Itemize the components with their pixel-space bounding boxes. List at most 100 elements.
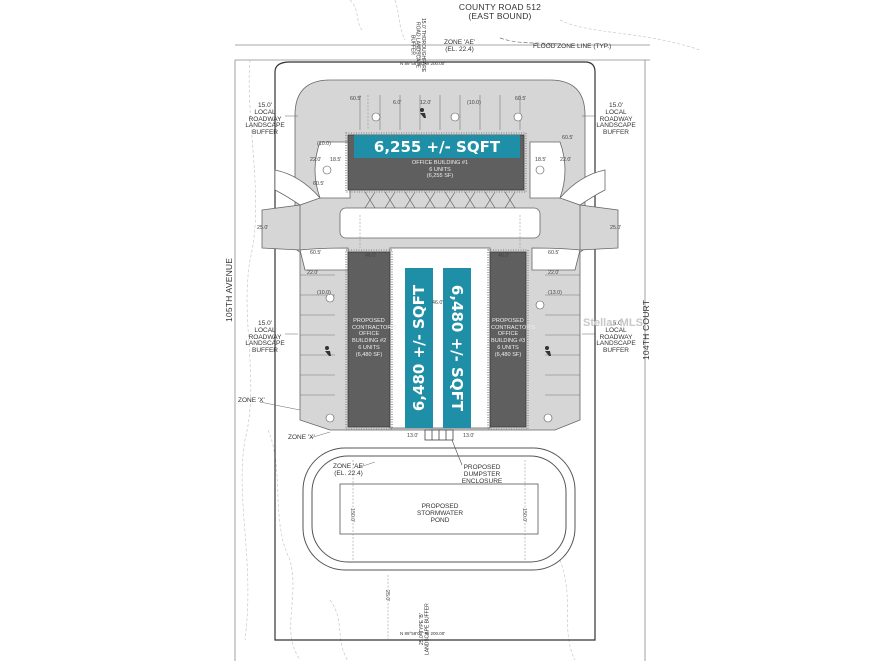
dim-label: 150.0' <box>521 508 527 523</box>
right-top-buffer-l5: BUFFER <box>603 129 629 137</box>
left-mid-buffer-label: 15.0' LOCAL ROADWAY LANDSCAPE BUFFER <box>243 320 287 355</box>
building-3-line2: CONTRACTOR'S <box>491 324 536 331</box>
zone-ae-top-text: ZONE 'AE' <box>444 39 476 46</box>
pond-l2: STORMWATER <box>416 509 464 517</box>
building-1-units: 6 UNITS <box>429 166 451 173</box>
left-top-buffer-l5: BUFFER <box>252 129 278 137</box>
road-edges <box>234 44 650 661</box>
flood-zone-label: FLOOD ZONE LINE (TYP.) <box>533 43 612 50</box>
dim-label: 6.0' <box>393 100 402 106</box>
pond-label: PROPOSED STORMWATER POND <box>408 503 472 524</box>
left-top-buffer-label: 15.0' LOCAL ROADWAY LANDSCAPE BUFFER <box>243 102 287 137</box>
dim-label: 46.0' <box>365 253 377 259</box>
pond-l3: POND <box>430 516 450 524</box>
building-3-line5: 6 UNITS <box>497 344 519 351</box>
right-mid-buffer-l1: 15.0' <box>609 320 623 327</box>
building-1-name: OFFICE BUILDING #1 <box>411 160 469 166</box>
dim-label: 12.0' <box>420 100 432 106</box>
right-mid-buffer-label: 15.0' LOCAL ROADWAY LANDSCAPE BUFFER <box>594 320 638 355</box>
contour-lines <box>241 0 701 661</box>
dim-label: 46.0' <box>498 253 510 259</box>
building-3-area-callout: 6,480 +/- SQFT <box>443 268 471 428</box>
dim-label: (10.0) <box>467 100 481 106</box>
right-mid-buffer-l4: LANDSCAPE <box>596 340 636 348</box>
dim-label: (10.0) <box>317 141 331 147</box>
zone-ae-pond-text: ZONE 'AE' <box>333 463 365 470</box>
zone-ae-pond-elevation: (EL. 22.4) <box>334 469 363 477</box>
dimension-lines <box>352 95 526 640</box>
north-road-label: COUNTY ROAD 512 (EAST BOUND) <box>420 3 580 21</box>
right-top-buffer-l1: 15.0' <box>609 102 623 109</box>
right-mid-buffer-l2: LOCAL <box>605 326 627 334</box>
stormwater-pond <box>302 447 576 571</box>
dim-label: (13.0) <box>548 290 562 296</box>
flood-zone-line <box>499 37 561 45</box>
building-2-area-callout: 6,480 +/- SQFT <box>405 268 433 428</box>
dumpster-leader <box>451 439 463 466</box>
left-mid-buffer-l4: LANDSCAPE <box>245 340 285 348</box>
dim-label: 18.5' <box>535 157 547 163</box>
right-top-buffer-l3: ROADWAY <box>599 115 633 123</box>
left-mid-buffer-l3: ROADWAY <box>248 333 282 341</box>
zone-x-label-1: ZONE 'X' <box>238 397 265 404</box>
building-2-line5: 6 UNITS <box>358 344 380 351</box>
dim-label: 25.0' <box>257 225 269 231</box>
building-1-label: OFFICE BUILDING #1 6 UNITS (6,255 SF) <box>400 160 480 180</box>
left-top-buffer-l3: ROADWAY <box>248 115 282 123</box>
zone-ae-top-elevation: (EL. 22.4) <box>445 45 474 53</box>
dim-label: 22.0' <box>307 270 319 276</box>
dim-label: 150.0' <box>349 508 355 523</box>
dumpster-l2: DUMPSTER <box>463 470 501 478</box>
dim-label: 22.0' <box>548 270 560 276</box>
west-road-label: 105TH AVENUE <box>224 257 234 323</box>
left-mid-buffer-l5: BUFFER <box>252 347 278 355</box>
north-road-direction: (EAST BOUND) <box>468 10 532 21</box>
dim-label: 60.5' <box>310 250 322 256</box>
building-2-footprint <box>347 251 391 428</box>
right-top-buffer-l2: LOCAL <box>605 108 627 116</box>
right-top-buffer-label: 15.0' LOCAL ROADWAY LANDSCAPE BUFFER <box>594 102 638 137</box>
building-2-line2: CONTRACTOR'S <box>352 324 397 331</box>
left-top-buffer-l2: LOCAL <box>254 108 276 116</box>
bottom-landscape-buffer-label: 25.0' TYPE 'B' LANDSCAPE BUFFER <box>419 603 431 655</box>
pond-l1: PROPOSED <box>421 503 459 510</box>
dim-label: 60.5' <box>313 181 325 187</box>
building-edge-hatch <box>345 132 529 430</box>
dim-label: 60.5' <box>515 96 527 102</box>
zone-ae-pond-label: ZONE 'AE' (EL. 22.4) <box>333 463 365 478</box>
dumpster-label: PROPOSED DUMPSTER ENCLOSURE <box>456 464 508 485</box>
dim-label: 60.5' <box>350 96 362 102</box>
dim-label: (10.0) <box>317 290 331 296</box>
dim-label: 13.0' <box>463 433 475 439</box>
dim-label: 22.0' <box>310 157 322 163</box>
zone-ae-top-label: ZONE 'AE' (EL. 22.4) <box>444 39 476 54</box>
building-2-line3: OFFICE <box>358 331 380 338</box>
parking-count-markers <box>322 112 553 423</box>
building-2-line1: PROPOSED <box>353 318 385 324</box>
watermark: Stellar MLS <box>583 317 643 329</box>
building-1-sf: (6,255 SF) <box>426 173 454 180</box>
right-mid-buffer-l5: BUFFER <box>603 347 629 355</box>
parking-x-marks <box>364 191 516 209</box>
bearing-bottom-label: N 89°58'00" W 200.00' <box>400 631 446 636</box>
building-2-line4: BUILDING #2 <box>352 338 387 345</box>
left-mid-buffer-l2: LOCAL <box>254 326 276 334</box>
building-1-area-callout: 6,255 +/- SQFT <box>354 135 520 158</box>
building-2-label: PROPOSED CONTRACTOR'S OFFICE BUILDING #2… <box>352 318 397 358</box>
dumpster-l1: PROPOSED <box>463 464 501 471</box>
dim-label: 18.5' <box>330 157 342 163</box>
zone-x-label-2: ZONE 'X' <box>288 434 315 441</box>
dim-label: 13.0' <box>407 433 419 439</box>
dim-label: 60.5' <box>548 250 560 256</box>
property-boundary <box>274 61 596 641</box>
dim-label: 25.0' <box>384 590 390 602</box>
left-top-buffer-l1: 15.0' <box>258 102 272 109</box>
buffer-leaders <box>259 115 596 469</box>
accessible-parking-icons <box>325 108 551 356</box>
north-road-name: COUNTY ROAD 512 <box>458 2 542 12</box>
left-mid-buffer-l1: 15.0' <box>258 320 272 327</box>
bearing-top-label: N 89°58'00" W 200.00' <box>400 61 446 66</box>
left-top-buffer-l4: LANDSCAPE <box>245 122 285 130</box>
building-3-area-text: 6,480 +/- SQFT <box>448 284 467 412</box>
